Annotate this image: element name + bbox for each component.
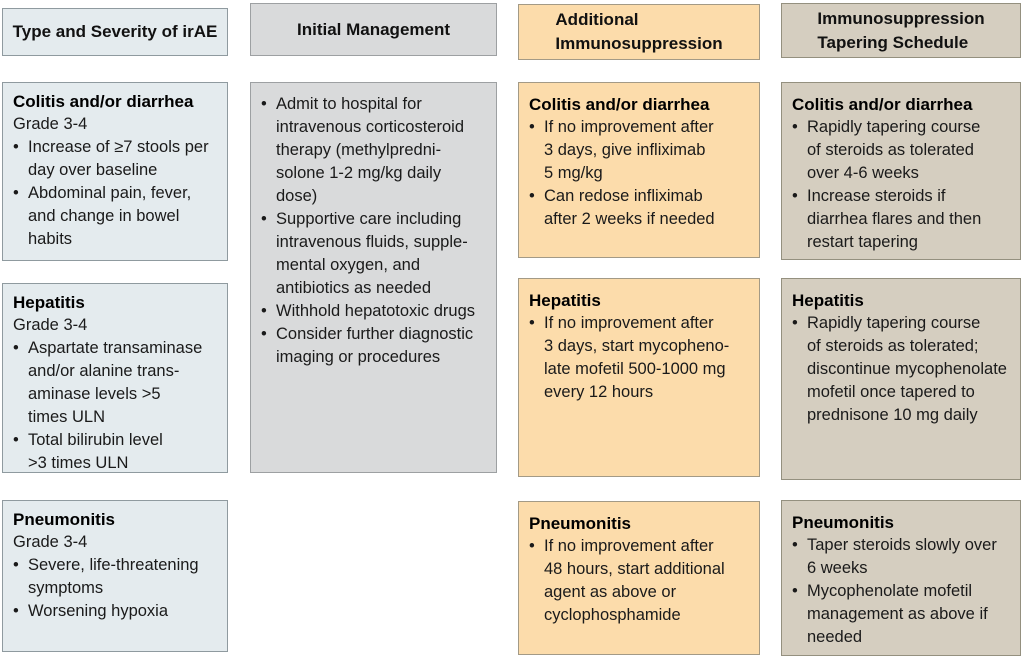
box-title: Pneumonitis — [529, 514, 632, 533]
header-initial-management: Initial Management — [250, 3, 497, 56]
bullet-item: • If no improvement after 48 hours, star… — [529, 535, 750, 627]
bullet-text: Rapidly tapering course of steroids as t… — [807, 118, 981, 182]
bullet-item: • Increase steroids if diarrhea flares a… — [792, 185, 1011, 254]
bullet-text: Supportive care including intravenous fl… — [276, 210, 468, 297]
bullet-item: • Total bilirubin level >3 times ULN — [13, 429, 218, 475]
bullet-text: Severe, life-threatening symptoms — [28, 556, 199, 597]
bullet-text: If no improvement after 48 hours, start … — [544, 537, 725, 624]
bullet-text: Rapidly tapering course of steroids as t… — [807, 314, 1007, 424]
bullet-text: If no improvement after 3 days, start my… — [544, 314, 730, 401]
bullet-item: • Consider further diagnostic imaging or… — [261, 323, 487, 369]
bullet-item: • Rapidly tapering course of steroids as… — [792, 312, 1011, 427]
bullet-text: Admit to hospital for intravenous cortic… — [276, 95, 465, 205]
colitis-severity-box: Colitis and/or diarrhea Grade 3-4 • Incr… — [2, 82, 228, 261]
hepatitis-immunosuppression-box: Hepatitis • If no improvement after 3 da… — [518, 278, 760, 477]
bullet-icon: • — [261, 95, 267, 113]
box-title: Hepatitis — [529, 291, 601, 310]
bullet-item: • Increase of ≥7 stools per day over bas… — [13, 136, 218, 182]
box-title: Pneumonitis — [13, 510, 116, 529]
bullet-text: Mycophenolate mofetil management as abov… — [807, 582, 988, 646]
pneumonitis-severity-box: Pneumonitis Grade 3-4 • Severe, life-thr… — [2, 500, 228, 652]
bullet-icon: • — [261, 302, 267, 320]
bullet-icon: • — [13, 556, 19, 574]
bullet-item: • Taper steroids slowly over 6 weeks — [792, 534, 1011, 580]
bullet-item: • Abdominal pain, fever, and change in b… — [13, 182, 218, 251]
bullet-icon: • — [13, 602, 19, 620]
box-subtitle: Grade 3-4 — [13, 115, 88, 133]
colitis-immunosuppression-box: Colitis and/or diarrhea • If no improvem… — [518, 82, 760, 258]
colitis-tapering-box: Colitis and/or diarrhea • Rapidly taperi… — [781, 82, 1021, 260]
bullet-icon: • — [792, 187, 798, 205]
bullet-icon: • — [792, 582, 798, 600]
pneumonitis-immunosuppression-box: Pneumonitis • If no improvement after 48… — [518, 501, 760, 655]
bullet-text: Consider further diagnostic imaging or p… — [276, 325, 474, 366]
bullet-text: Increase steroids if diarrhea flares and… — [807, 187, 982, 251]
bullet-item: • Mycophenolate mofetil management as ab… — [792, 580, 1011, 649]
bullet-icon: • — [792, 536, 798, 554]
bullet-item: • Rapidly tapering course of steroids as… — [792, 116, 1011, 185]
box-subtitle: Grade 3-4 — [13, 533, 88, 551]
bullet-icon: • — [261, 325, 267, 343]
bullet-item: • Severe, life-threatening symptoms — [13, 554, 218, 600]
bullet-text: Worsening hypoxia — [28, 602, 169, 620]
box-title: Pneumonitis — [792, 513, 895, 532]
hepatitis-tapering-box: Hepatitis • Rapidly tapering course of s… — [781, 278, 1021, 480]
bullet-item: • Withhold hepatotoxic drugs — [261, 300, 487, 323]
bullet-icon: • — [792, 118, 798, 136]
bullet-text: Total bilirubin level >3 times ULN — [28, 431, 163, 472]
bullet-text: Increase of ≥7 stools per day over basel… — [28, 138, 209, 179]
box-title: Colitis and/or diarrhea — [13, 92, 194, 111]
bullet-item: • If no improvement after 3 days, give i… — [529, 116, 750, 185]
box-subtitle: Grade 3-4 — [13, 316, 88, 334]
bullet-item: • Can redose infliximab after 2 weeks if… — [529, 185, 750, 231]
bullet-text: Can redose infliximab after 2 weeks if n… — [544, 187, 715, 228]
box-title: Hepatitis — [13, 293, 85, 312]
bullet-icon: • — [529, 187, 535, 205]
bullet-item: • Worsening hypoxia — [13, 600, 218, 623]
bullet-item: • If no improvement after 3 days, start … — [529, 312, 750, 404]
box-title: Hepatitis — [792, 291, 864, 310]
pneumonitis-tapering-box: Pneumonitis • Taper steroids slowly over… — [781, 500, 1021, 656]
bullet-item: • Admit to hospital for intravenous cort… — [261, 93, 487, 208]
bullet-item: • Aspartate transaminase and/or alanine … — [13, 337, 218, 429]
bullet-icon: • — [13, 138, 19, 156]
header-type-severity-irae: Type and Severity of irAE — [2, 8, 228, 56]
header-tapering-schedule: Immunosuppression Tapering Schedule — [781, 3, 1021, 58]
bullet-icon: • — [529, 118, 535, 136]
bullet-item: • Supportive care including intravenous … — [261, 208, 487, 300]
bullet-text: Taper steroids slowly over 6 weeks — [807, 536, 997, 577]
bullet-icon: • — [13, 184, 19, 202]
hepatitis-severity-box: Hepatitis Grade 3-4 • Aspartate transami… — [2, 283, 228, 473]
header-additional-immunosuppression: Additional Immunosuppression — [518, 4, 760, 60]
bullet-icon: • — [529, 537, 535, 555]
initial-management-box: • Admit to hospital for intravenous cort… — [250, 82, 497, 473]
bullet-icon: • — [261, 210, 267, 228]
box-title: Colitis and/or diarrhea — [529, 95, 710, 114]
bullet-icon: • — [13, 431, 19, 449]
bullet-icon: • — [13, 339, 19, 357]
bullet-text: Withhold hepatotoxic drugs — [276, 302, 476, 320]
bullet-text: Abdominal pain, fever, and change in bow… — [28, 184, 192, 248]
box-title: Colitis and/or diarrhea — [792, 95, 973, 114]
bullet-text: Aspartate transaminase and/or alanine tr… — [28, 339, 203, 426]
bullet-text: If no improvement after 3 days, give inf… — [544, 118, 714, 182]
bullet-icon: • — [529, 314, 535, 332]
bullet-icon: • — [792, 314, 798, 332]
